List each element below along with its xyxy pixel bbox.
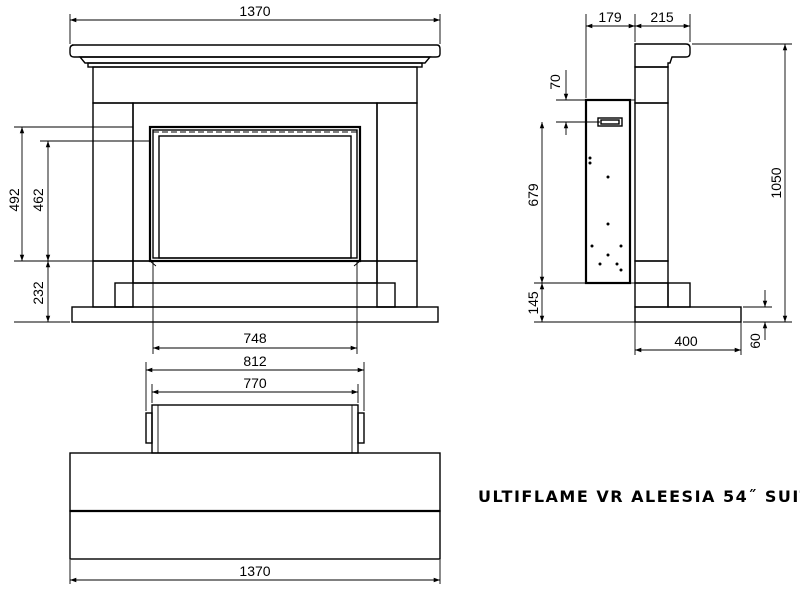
dim-label-70: 70 — [547, 74, 563, 90]
plan-view: 812 770 1370 — [69, 353, 441, 584]
dim-hearth-thickness-60: 60 — [743, 290, 772, 349]
dim-label-679: 679 — [525, 183, 541, 207]
frieze — [92, 66, 418, 104]
dim-base-145: 145 — [525, 283, 635, 323]
side-view: 179 215 70 679 145 — [525, 9, 792, 355]
dim-label-812: 812 — [243, 353, 267, 369]
mantel-shelf — [69, 44, 441, 68]
dim-label-748: 748 — [243, 330, 267, 346]
dim-label-1370-top: 1370 — [239, 3, 270, 19]
dim-insert-height-679: 679 — [525, 122, 586, 284]
dim-label-462: 462 — [30, 188, 46, 212]
dim-depth-215: 215 — [635, 9, 691, 42]
dim-label-179: 179 — [598, 9, 622, 25]
mantel-profile — [634, 43, 691, 68]
dim-label-215: 215 — [650, 9, 674, 25]
dim-label-492: 492 — [6, 188, 22, 212]
front-view: 1370 492 462 232 748 — [6, 3, 441, 354]
dim-hearth-depth-400: 400 — [634, 322, 742, 355]
fire-insert-front — [148, 125, 362, 267]
hearth-plan-top — [69, 452, 441, 512]
dim-overall-width-bottom: 1370 — [69, 560, 441, 584]
dim-label-145: 145 — [525, 291, 541, 315]
dim-opening-outer: 492 — [6, 126, 133, 262]
dim-top-offset-70: 70 — [547, 70, 600, 135]
dim-label-60: 60 — [747, 333, 763, 349]
dim-label-1370-bottom: 1370 — [239, 563, 270, 579]
dim-hearth-to-opening: 232 — [14, 261, 70, 323]
dim-label-400: 400 — [674, 333, 698, 349]
plinth — [71, 260, 439, 323]
dim-depth-179: 179 — [585, 9, 636, 98]
dim-label-1050: 1050 — [768, 167, 784, 198]
dim-overall-height-1050: 1050 — [692, 43, 792, 323]
dim-plan-770: 770 — [151, 375, 359, 403]
dim-label-770: 770 — [243, 375, 267, 391]
fire-insert-side — [584, 98, 635, 285]
dim-plan-812: 812 — [145, 353, 365, 411]
dim-opening-inner: 462 — [30, 140, 150, 261]
dim-overall-width-top: 1370 — [69, 3, 441, 44]
dim-insert-width: 748 — [152, 262, 358, 354]
fire-insert-plan — [145, 404, 365, 454]
hearth-plan-bottom — [69, 510, 441, 560]
right-leg — [376, 102, 418, 262]
drawing-title: ULTIFLAME VR ALEESIA 54˝ SUITE — [478, 487, 800, 506]
dim-label-232: 232 — [30, 281, 46, 305]
